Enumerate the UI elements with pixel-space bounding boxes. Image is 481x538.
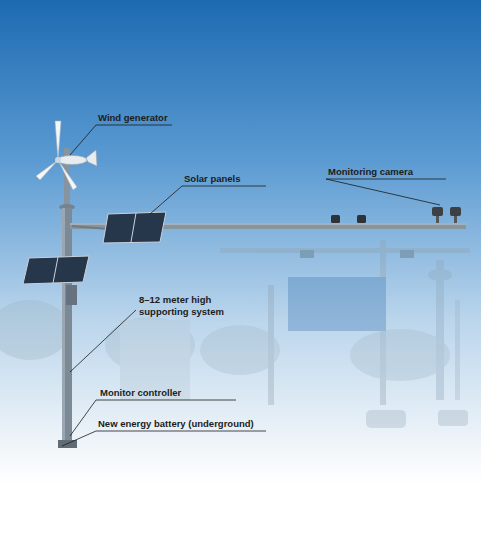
- camera: [331, 215, 340, 223]
- camera-mount: [436, 216, 439, 223]
- panel-mount: [72, 226, 108, 229]
- controller-box: [66, 285, 77, 305]
- pole-body: [62, 208, 72, 443]
- bg-camera: [300, 250, 314, 258]
- support-pole: [58, 148, 466, 448]
- car: [438, 410, 468, 426]
- panel-divider: [131, 213, 136, 242]
- callout-label: New energy battery (underground): [98, 418, 288, 430]
- wind-generator: [36, 121, 97, 190]
- callout-label: 8–12 meter high supporting system: [139, 294, 257, 318]
- leader-line: [326, 179, 446, 205]
- cameras: [331, 207, 461, 223]
- blade: [36, 160, 58, 180]
- leader-line: [62, 431, 266, 446]
- tower-top: [428, 269, 452, 281]
- blade: [55, 121, 61, 160]
- tree: [350, 329, 450, 381]
- camera-mount: [454, 216, 457, 223]
- hub: [55, 157, 61, 163]
- solar-panel: [103, 212, 166, 243]
- solar-panel: [23, 256, 89, 284]
- lamp-post: [455, 300, 460, 400]
- solar-panels: [23, 212, 166, 284]
- callout-label: Solar panels: [184, 173, 304, 185]
- road-sign: [288, 277, 386, 331]
- callout-label: Wind generator: [98, 112, 238, 124]
- monitoring-camera: [450, 207, 461, 216]
- tree: [0, 300, 70, 360]
- nacelle: [57, 156, 87, 165]
- leader-line: [150, 186, 266, 214]
- monitoring-camera: [432, 207, 443, 216]
- tail-fin: [86, 150, 97, 166]
- camera: [357, 215, 366, 223]
- leader-line: [70, 310, 136, 372]
- callout-label: Monitor controller: [100, 387, 250, 399]
- gantry-post: [268, 285, 274, 405]
- panel-divider: [53, 257, 58, 283]
- gantry-arm: [220, 248, 470, 253]
- bg-camera: [400, 250, 414, 258]
- callout-label: Monitoring camera: [328, 166, 468, 178]
- car: [366, 410, 406, 428]
- leader-line: [70, 125, 172, 155]
- pole-highlight: [62, 208, 65, 443]
